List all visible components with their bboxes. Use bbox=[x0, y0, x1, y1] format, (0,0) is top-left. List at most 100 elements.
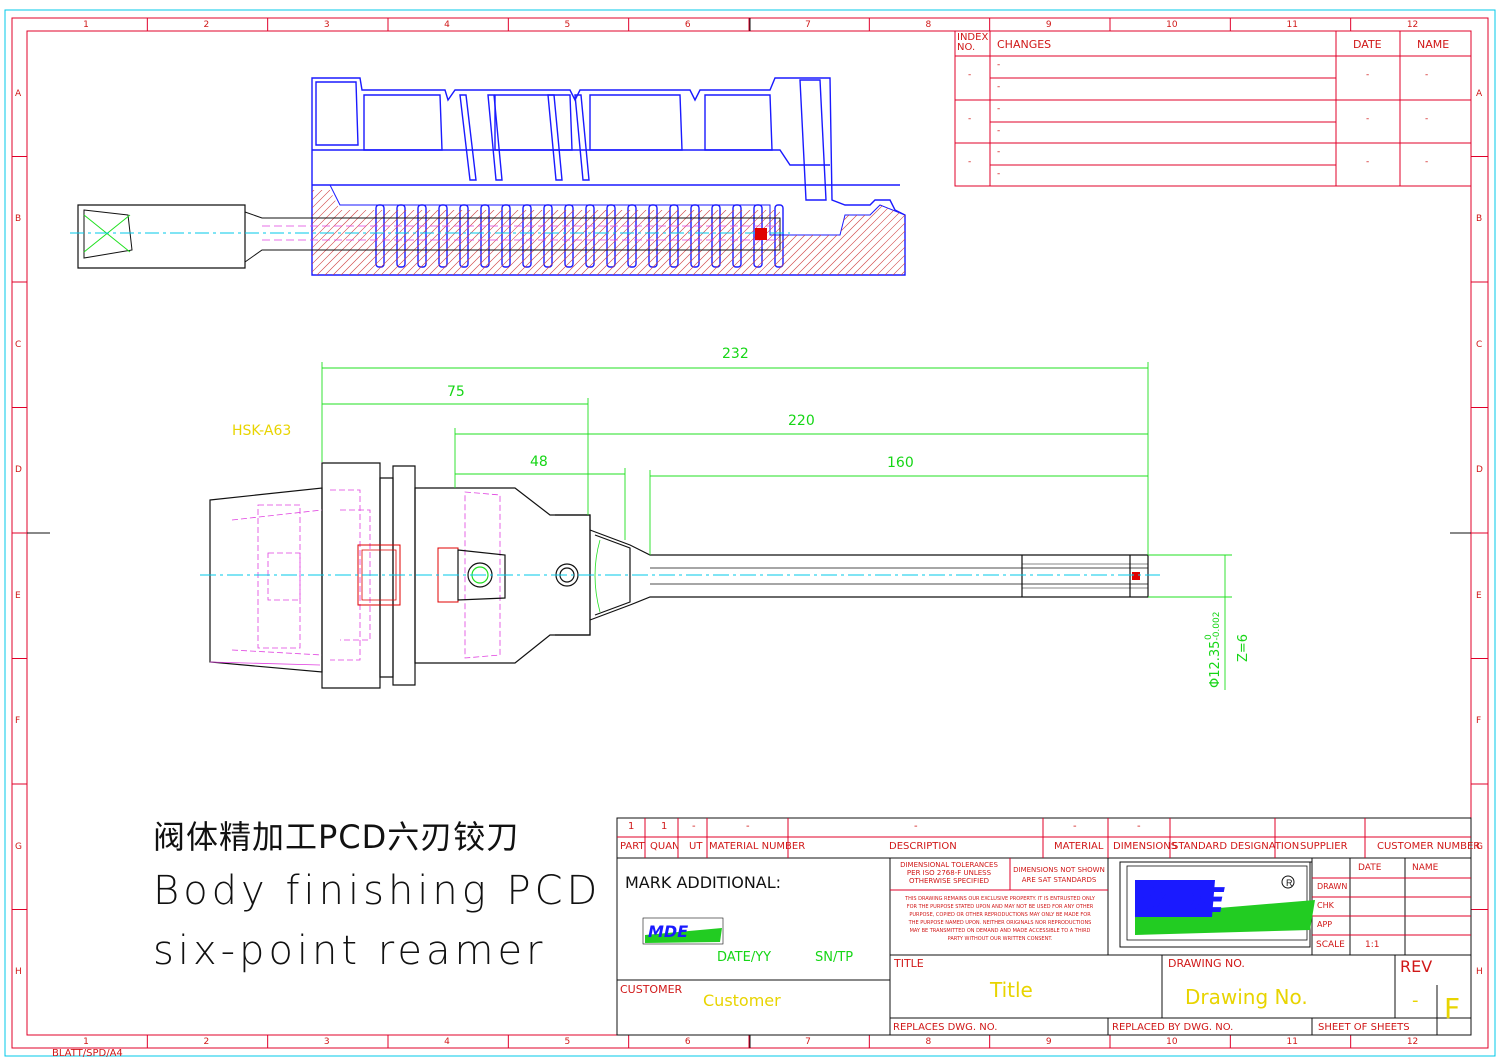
revision-placeholder: - bbox=[997, 169, 1001, 179]
row-label: F bbox=[1476, 716, 1482, 727]
title-block-frame bbox=[616, 817, 1472, 1036]
date-header: DATE bbox=[1358, 863, 1382, 873]
parts-row1-part: 1 bbox=[628, 821, 635, 832]
body-slot bbox=[438, 204, 448, 268]
rev-label: REV bbox=[1400, 957, 1433, 976]
rev-name-header: NAME bbox=[1417, 38, 1450, 51]
revision-table bbox=[954, 30, 1472, 187]
revision-placeholder: - bbox=[1366, 70, 1370, 80]
revision-placeholder: - bbox=[1425, 70, 1429, 80]
scale-label: SCALE bbox=[1316, 940, 1345, 950]
svg-text:R: R bbox=[1286, 878, 1293, 888]
column-label: 10 bbox=[1166, 20, 1178, 30]
body-slot bbox=[669, 204, 679, 268]
main-reamer bbox=[200, 462, 1160, 689]
column-label: 7 bbox=[805, 1037, 811, 1047]
tolerance-note: DIMENSIONAL TOLERANCES PER ISO 2768-F UN… bbox=[900, 861, 998, 885]
body-slot bbox=[417, 204, 427, 268]
parts-row1-mat: - bbox=[1073, 821, 1077, 832]
body-slot bbox=[606, 204, 616, 268]
body-slot bbox=[585, 204, 595, 268]
column-label: 2 bbox=[203, 1037, 210, 1047]
rev-value: - bbox=[1412, 990, 1419, 1011]
column-label: 4 bbox=[444, 1037, 450, 1047]
hdr-part: PART bbox=[620, 841, 645, 852]
parts-row1-dim: - bbox=[1137, 821, 1141, 832]
replaces-label: REPLACES DWG. NO. bbox=[893, 1022, 998, 1033]
column-label: 2 bbox=[203, 20, 210, 30]
parts-row1-quan: 1 bbox=[661, 821, 668, 832]
revision-placeholder: - bbox=[968, 157, 972, 167]
dim-shank: 75 bbox=[447, 384, 465, 400]
dim-body: 48 bbox=[530, 454, 548, 470]
body-slot bbox=[690, 204, 700, 268]
row-label: H bbox=[15, 967, 22, 978]
row-label: A bbox=[15, 88, 22, 99]
caption-english-line2: six-point reamer bbox=[153, 928, 547, 974]
hdr-standard: STANDARD DESIGNATION bbox=[1172, 841, 1300, 852]
column-label: 9 bbox=[1045, 1037, 1052, 1047]
body-slot bbox=[480, 204, 490, 268]
revision-placeholder: - bbox=[1366, 114, 1370, 124]
customer-value: Customer bbox=[703, 991, 781, 1010]
company-logo: MDE R bbox=[1126, 865, 1315, 941]
logo-letters: MDE bbox=[1140, 881, 1225, 921]
body-slot bbox=[522, 204, 532, 268]
mark-additional-label: MARK ADDITIONAL: bbox=[625, 873, 782, 892]
row-label: B bbox=[1476, 214, 1483, 225]
revision-placeholder: - bbox=[997, 147, 1001, 157]
revision-placeholder: - bbox=[1366, 157, 1370, 167]
column-label: 10 bbox=[1166, 1037, 1178, 1047]
proprietary-note: THIS DRAWING REMAINS OUR EXCLUSIVE PROPE… bbox=[905, 896, 1095, 942]
row-label: G bbox=[15, 841, 22, 852]
customer-label: CUSTOMER bbox=[620, 983, 683, 996]
column-label: 8 bbox=[925, 1037, 932, 1047]
body-slot bbox=[564, 204, 574, 268]
row-label: F bbox=[15, 716, 21, 727]
rev-changes-header: CHANGES bbox=[997, 38, 1052, 51]
revision-placeholder: - bbox=[1425, 114, 1429, 124]
scale-value: 1:1 bbox=[1365, 940, 1380, 950]
column-label: 8 bbox=[925, 20, 932, 30]
revision-placeholder: - bbox=[968, 70, 972, 80]
dim-diameter: Φ12.35-0.002 bbox=[1208, 612, 1223, 688]
hdr-ut: UT bbox=[689, 841, 703, 852]
app-label: APP bbox=[1317, 920, 1333, 929]
row-label: C bbox=[1476, 339, 1483, 350]
column-label: 3 bbox=[323, 1037, 330, 1047]
body-slot bbox=[732, 204, 742, 268]
column-label: 12 bbox=[1406, 1037, 1419, 1047]
hdr-description: DESCRIPTION bbox=[889, 841, 957, 852]
title-label: TITLE bbox=[894, 957, 924, 970]
sheet-code-label: BLATT/SPD/A4 bbox=[52, 1048, 123, 1059]
body-slot bbox=[648, 204, 658, 268]
column-label: 5 bbox=[564, 20, 571, 30]
body-slot bbox=[711, 204, 721, 268]
rev-date-header: DATE bbox=[1353, 38, 1382, 51]
body-slot bbox=[501, 204, 511, 268]
hdr-material: MATERIAL bbox=[1054, 841, 1104, 852]
parts-row1-ut: - bbox=[692, 821, 696, 832]
title-value: Title bbox=[990, 978, 1033, 1002]
row-label: E bbox=[15, 590, 21, 601]
holder-label: HSK-A63 bbox=[232, 423, 292, 439]
hdr-quan: QUAN bbox=[650, 841, 680, 852]
small-logo: MDE bbox=[642, 917, 724, 945]
caption-chinese: 阀体精加工PCD六刃铰刀 bbox=[153, 818, 520, 856]
drawn-label: DRAWN bbox=[1317, 882, 1348, 891]
revision-placeholder: - bbox=[997, 126, 1001, 136]
revision-placeholder: - bbox=[997, 60, 1001, 70]
parts-row1-desc: - bbox=[914, 821, 918, 832]
row-label: E bbox=[1476, 590, 1482, 601]
column-label: 4 bbox=[444, 20, 450, 30]
column-label: 11 bbox=[1286, 20, 1298, 30]
column-label: 9 bbox=[1045, 20, 1052, 30]
chk-label: CHK bbox=[1317, 901, 1334, 910]
row-label: C bbox=[15, 339, 22, 350]
hdr-dimensions: DIMENSIONS bbox=[1113, 841, 1178, 852]
replaced-by-label: REPLACED BY DWG. NO. bbox=[1112, 1022, 1234, 1033]
hdr-supplier: SUPPLIER bbox=[1300, 841, 1348, 852]
rev-index-header: INDEX NO. bbox=[957, 32, 989, 53]
sheet-of-label: SHEET OF SHEETS bbox=[1318, 1022, 1410, 1033]
